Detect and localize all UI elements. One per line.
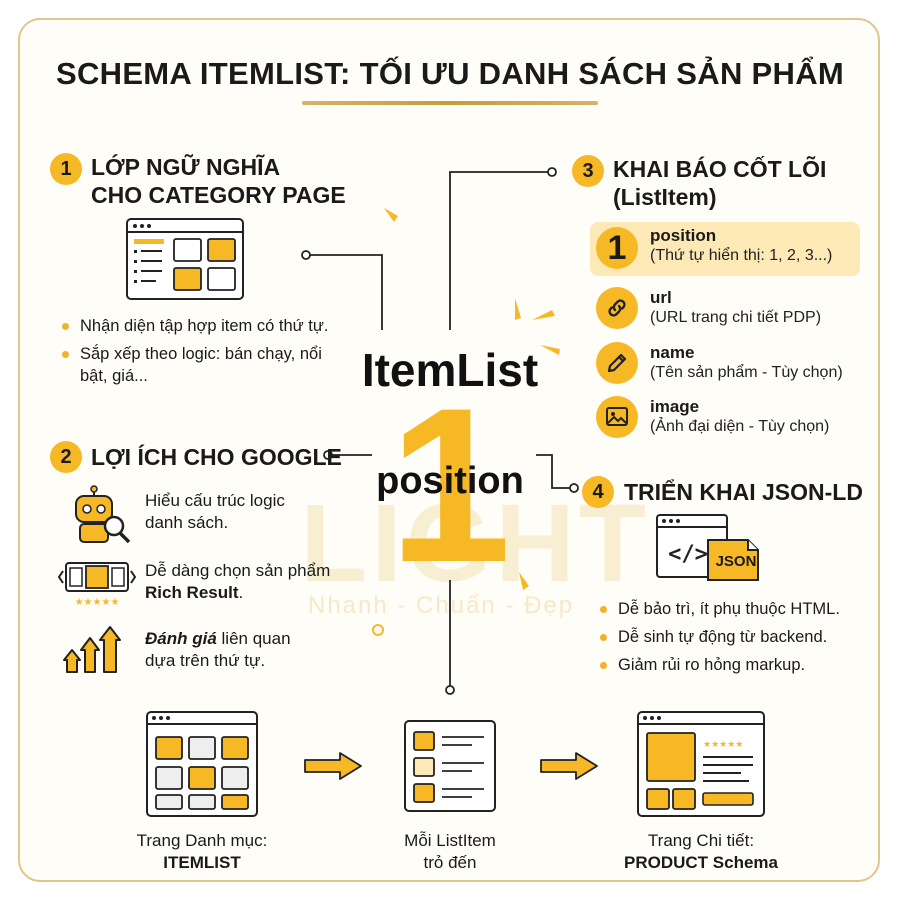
svg-text:★★★★★: ★★★★★	[75, 597, 120, 608]
list-item: Sắp xếp theo logic: bán chạy, nổi bật, g…	[60, 343, 330, 387]
section-4-bullets: Dễ bảo trì, ít phụ thuộc HTML. Dễ sinh t…	[598, 598, 878, 682]
big-number: 1	[388, 362, 512, 608]
section-2-heading: LỢI ÍCH CHO GOOGLE	[91, 444, 342, 470]
svg-text:★★★★★: ★★★★★	[703, 740, 743, 750]
pencil-icon	[596, 342, 638, 384]
section-1-bullets: Nhận diện tập hợp item có thứ tự. Sắp xế…	[60, 315, 330, 393]
section-3-badge: 3	[572, 155, 604, 187]
category-grid-illustration	[146, 711, 258, 817]
list-item: Dễ sinh tự động từ backend.	[598, 626, 878, 648]
robot-magnifier-icon	[75, 485, 131, 544]
section-3-heading: KHAI BÁO CỐT LÕI (ListItem)	[613, 156, 827, 210]
property-image: image (Ảnh đại diện - Tùy chọn)	[590, 393, 860, 443]
property-name: name (Tên sản phẩm - Tùy chọn)	[590, 339, 860, 389]
flow-caption-listitem: Mỗi ListItem trỏ đến	[404, 831, 496, 872]
section-2-badge: 2	[50, 441, 82, 473]
flow-caption-product: Trang Chi tiết: PRODUCT Schema	[624, 831, 778, 872]
page-title: SCHEMA ITEMLIST: TỐI ƯU DANH SÁCH SẢN PH…	[55, 56, 845, 91]
benefit-1-text: Hiểu cấu trúc logic danh sách.	[145, 491, 285, 532]
arrow-right-icon	[540, 752, 598, 780]
svg-text:</>: </>	[668, 542, 708, 567]
flow-caption-category: Trang Danh mục: ITEMLIST	[136, 831, 268, 872]
section-1-heading: LỚP NGỮ NGHĨA CHO CATEGORY PAGE	[91, 154, 346, 208]
section-4-badge: 4	[582, 476, 614, 508]
carousel-stars-icon: ★★★★★	[57, 562, 137, 608]
benefit-2-text: Dễ dàng chọn sản phẩm Rich Result.	[145, 561, 331, 602]
category-page-icon	[126, 218, 244, 300]
list-item: Dễ bảo trì, ít phụ thuộc HTML.	[598, 598, 878, 620]
image-icon	[596, 396, 638, 438]
center-itemlist-label: ItemList	[361, 344, 539, 396]
json-code-icon: </>	[656, 514, 759, 581]
property-position: 1 position (Thứ tự hiển thị: 1, 2, 3...)	[590, 222, 860, 276]
listitem-illustration	[404, 720, 496, 812]
number-one-icon: 1	[596, 227, 638, 269]
watermark-slogan: Nhanh - Chuẩn - Đẹp	[308, 592, 575, 619]
center-position-label: position	[376, 460, 524, 502]
property-url: url (URL trang chi tiết PDP)	[590, 284, 860, 334]
product-page-illustration: ★★★★★	[637, 711, 765, 817]
rising-arrows-icon	[63, 626, 121, 673]
list-item: Giảm rủi ro hỏng markup.	[598, 654, 878, 676]
section-1-badge: 1	[50, 153, 82, 185]
arrow-right-icon	[304, 752, 362, 780]
list-item: Nhận diện tập hợp item có thứ tự.	[60, 315, 330, 337]
json-label: JSON	[715, 553, 757, 570]
link-icon	[596, 287, 638, 329]
title-underline	[302, 101, 598, 105]
benefit-3-text: Đánh giá liên quan dựa trên thứ tự.	[145, 629, 291, 670]
section-4-heading: TRIỂN KHAI JSON-LD	[624, 479, 863, 505]
